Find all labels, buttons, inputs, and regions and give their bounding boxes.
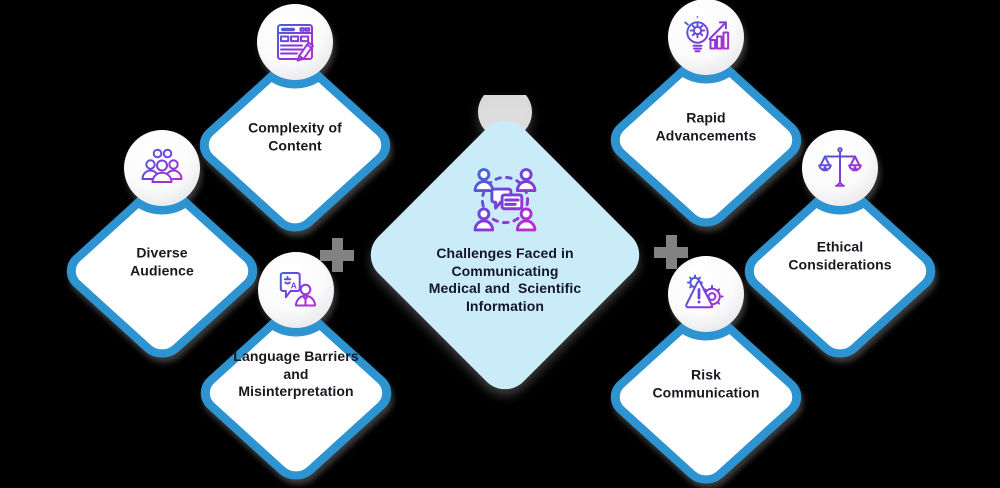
card-ethical-considerations — [734, 119, 946, 381]
people-group-icon — [141, 148, 183, 183]
svg-text:A: A — [291, 281, 297, 291]
center-title: Challenges Faced in Communicating Medica… — [428, 245, 582, 314]
diamond-shape — [610, 310, 802, 484]
diamond-shape — [744, 184, 936, 358]
warning-gear-icon — [685, 274, 724, 309]
card-diverse-audience — [56, 119, 268, 381]
diamond-shape — [199, 58, 391, 232]
bulb-gear-chart-icon — [684, 16, 730, 53]
label-complexity-of-content: Complexity of Content — [248, 119, 342, 154]
scales-icon — [818, 147, 862, 187]
plus-connector-icon — [654, 235, 688, 269]
diamond-shape — [200, 306, 392, 480]
people-chat-icon — [473, 168, 537, 232]
label-risk-communication: Risk Communication — [652, 366, 760, 401]
label-diverse-audience: Diverse Audience — [130, 244, 194, 279]
card-rapid-advancements — [600, 0, 812, 250]
card-complexity-of-content — [189, 0, 401, 255]
label-rapid-advancements: Rapid Advancements — [655, 109, 757, 144]
document-edit-icon — [277, 24, 314, 62]
translate-person-icon: A — [279, 272, 316, 307]
card-risk-communication — [600, 245, 812, 488]
center-diamond — [370, 95, 640, 390]
label-language-barriers: Language Barriers and Misinterpretation — [233, 347, 359, 399]
diamond-shape — [610, 53, 802, 227]
card-language-barriers: A — [190, 241, 402, 488]
label-ethical-considerations: Ethical Considerations — [788, 238, 892, 273]
plus-connector-icon — [320, 238, 354, 272]
diamond-shape — [66, 184, 258, 358]
